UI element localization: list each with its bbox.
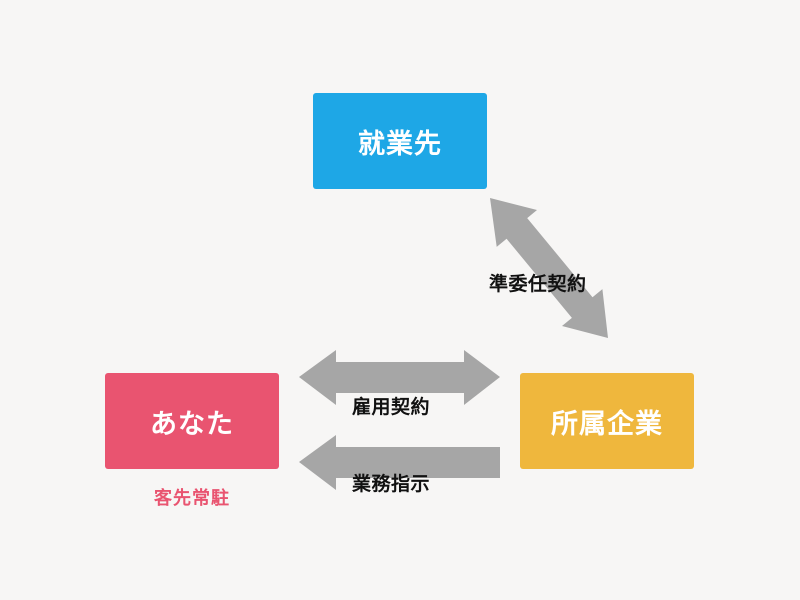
company-node: 所属企業 — [520, 373, 694, 469]
employment-contract-label: 雇用契約 — [352, 396, 431, 418]
client-node: 就業先 — [313, 93, 487, 189]
you-node: あなた — [105, 373, 279, 469]
quasi-mandate-double-arrow — [490, 198, 608, 338]
work-instruction-label: 業務指示 — [352, 473, 431, 495]
employment-double-arrow — [299, 350, 500, 405]
you-label: あなた — [150, 408, 234, 440]
company-label: 所属企業 — [551, 408, 663, 440]
quasi-mandate-label: 準委任契約 — [489, 273, 587, 295]
client-label: 就業先 — [358, 128, 442, 160]
instruction-arrow — [299, 435, 500, 490]
onsite-sublabel: 客先常駐 — [154, 488, 230, 509]
